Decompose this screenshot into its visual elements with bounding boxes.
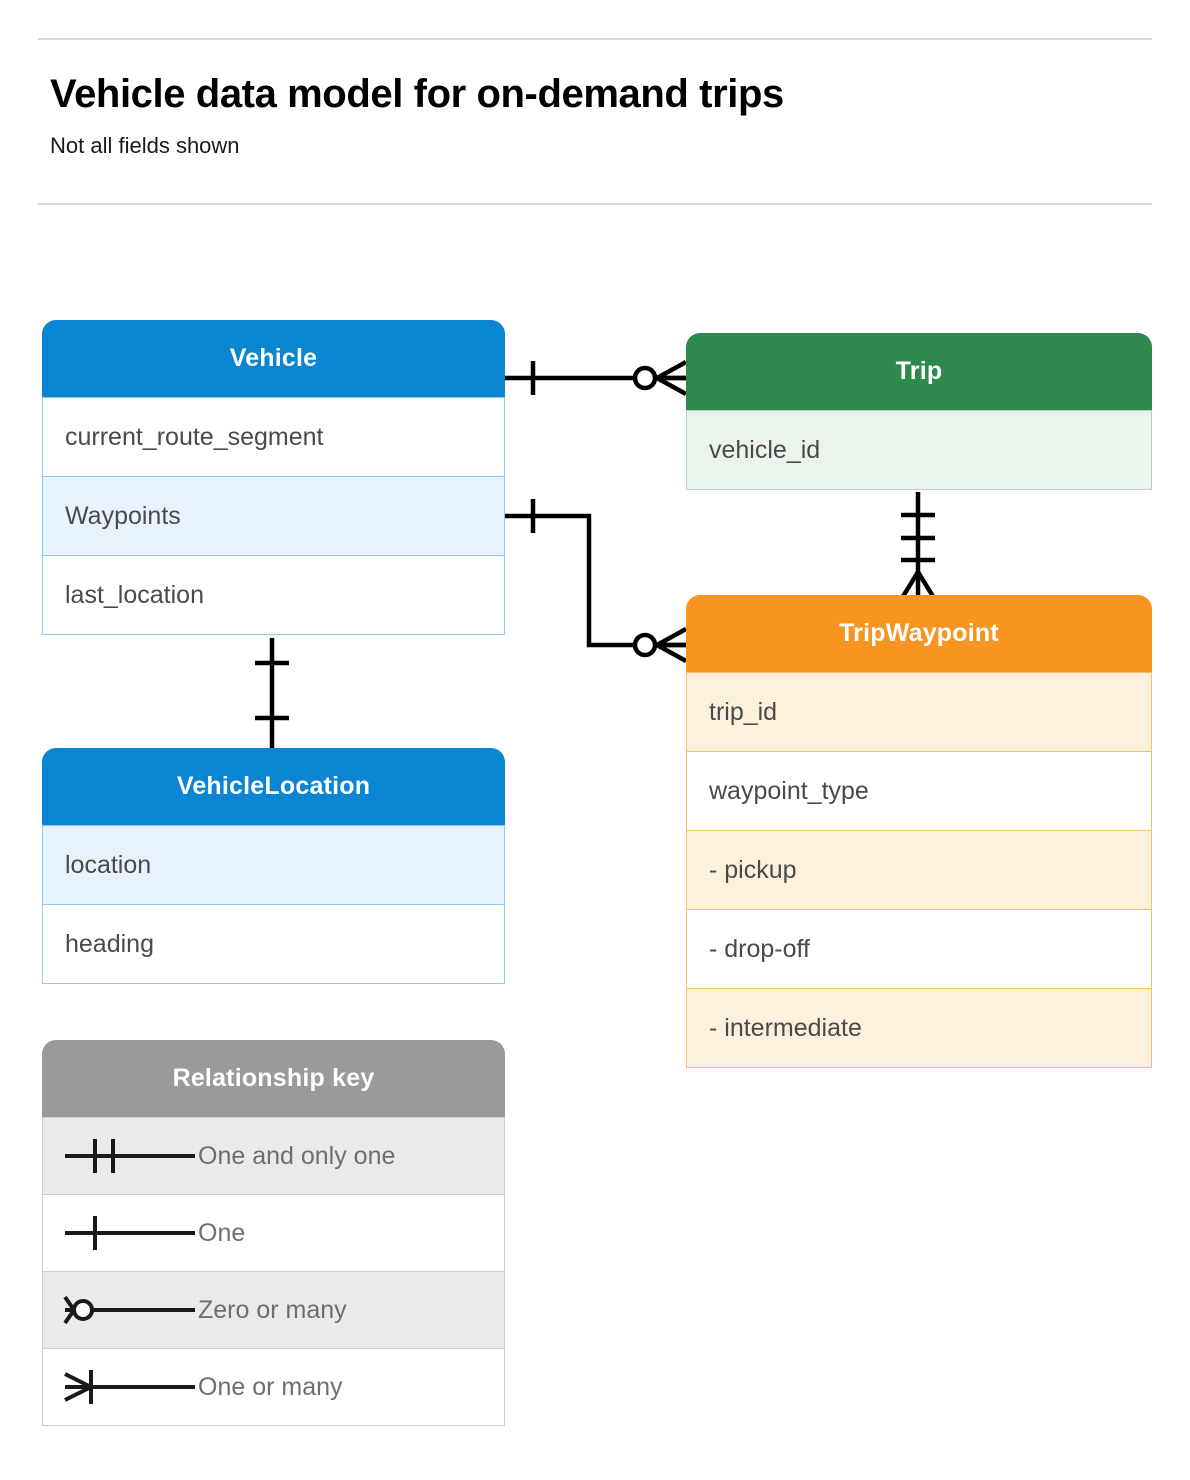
entity-vehicle-fields: current_route_segment Waypoints last_loc… (42, 397, 505, 635)
entity-vehiclelocation-fields: location heading (42, 825, 505, 984)
zero-or-many-icon (43, 1272, 198, 1349)
field-waypoint-intermediate[interactable]: - intermediate (687, 988, 1151, 1067)
one-icon (43, 1195, 198, 1272)
circle-zero-waypoints (632, 632, 658, 658)
circle-zero-vehicle-trip (632, 365, 658, 391)
relationship-key-legend: Relationship key One and only one (42, 1040, 505, 1426)
entity-trip[interactable]: Trip vehicle_id (686, 333, 1152, 490)
field-trip-id[interactable]: trip_id (687, 672, 1151, 751)
legend-row-one-and-only-one: One and only one (43, 1117, 504, 1194)
legend-label-one-or-many: One or many (198, 1372, 343, 1401)
legend-rows: One and only one One (42, 1117, 505, 1426)
entity-vehicle-title: Vehicle (42, 320, 505, 397)
connector-waypoints-tripwaypoint (505, 513, 686, 648)
one-and-only-one-icon (43, 1118, 198, 1195)
field-last-location[interactable]: last_location (43, 555, 504, 634)
entity-tripwaypoint-fields: trip_id waypoint_type - pickup - drop-of… (686, 672, 1152, 1068)
legend-title: Relationship key (42, 1040, 505, 1117)
legend-label-one: One (198, 1218, 246, 1247)
legend-row-one: One (43, 1194, 504, 1271)
one-or-many-icon (43, 1349, 198, 1426)
crowsfoot-waypoints-upper (655, 627, 688, 647)
legend-label-zero-or-many: Zero or many (198, 1295, 347, 1324)
entity-trip-fields: vehicle_id (686, 410, 1152, 490)
legend-row-one-or-many: One or many (43, 1348, 504, 1425)
field-heading[interactable]: heading (43, 904, 504, 983)
entity-vehiclelocation[interactable]: VehicleLocation location heading (42, 748, 505, 984)
crowsfoot-waypoints-lower (655, 643, 688, 663)
crowsfoot-vehicle-trip-lower (655, 376, 688, 396)
field-waypoint-type[interactable]: waypoint_type (687, 751, 1151, 830)
header-divider-top (38, 38, 1152, 40)
crowsfoot-vehicle-trip-upper (655, 360, 688, 380)
field-location[interactable]: location (43, 825, 504, 904)
legend-label-one-and-only-one: One and only one (198, 1141, 396, 1170)
legend-row-zero-or-many: Zero or many (43, 1271, 504, 1348)
field-current-route-segment[interactable]: current_route_segment (43, 397, 504, 476)
entity-trip-title: Trip (686, 333, 1152, 410)
entity-tripwaypoint[interactable]: TripWaypoint trip_id waypoint_type - pic… (686, 595, 1152, 1068)
page-subtitle: Not all fields shown (50, 133, 240, 158)
field-waypoints[interactable]: Waypoints (43, 476, 504, 555)
field-vehicle-id[interactable]: vehicle_id (687, 410, 1151, 489)
page-title: Vehicle data model for on-demand trips (50, 72, 784, 116)
entity-tripwaypoint-title: TripWaypoint (686, 595, 1152, 672)
entity-vehicle[interactable]: Vehicle current_route_segment Waypoints … (42, 320, 505, 635)
field-waypoint-dropoff[interactable]: - drop-off (687, 909, 1151, 988)
header-divider-bottom (38, 203, 1152, 205)
entity-vehiclelocation-title: VehicleLocation (42, 748, 505, 825)
field-waypoint-pickup[interactable]: - pickup (687, 830, 1151, 909)
